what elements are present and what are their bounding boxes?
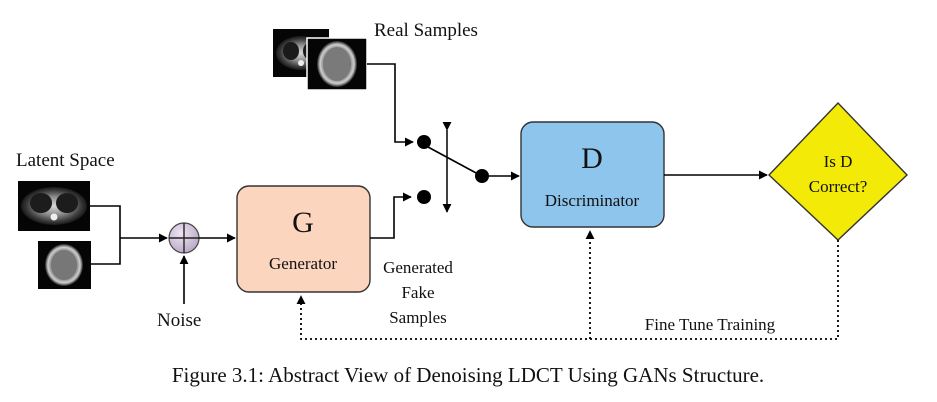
latent-space-label: Latent Space (16, 150, 115, 171)
noise-label: Noise (157, 310, 201, 331)
real-samples-label: Real Samples (374, 20, 478, 41)
fine-tune-training-label: Fine Tune Training (645, 315, 776, 334)
decision-line-2: Correct? (809, 177, 868, 196)
real-sample-brain-scan (306, 37, 368, 91)
figure-caption: Figure 3.1: Abstract View of Denoising L… (172, 363, 764, 387)
discriminator-block: D Discriminator (520, 121, 665, 228)
switch-terminal-fake (417, 190, 431, 204)
discriminator-name: Discriminator (545, 191, 640, 210)
generator-letter: G (292, 206, 314, 239)
circle-plus-icon (168, 222, 200, 254)
decision-block: Is D Correct? (768, 101, 908, 241)
decision-line-1: Is D (824, 152, 853, 171)
switch-terminal-real (417, 135, 431, 149)
fake-label: Fake (401, 283, 434, 302)
generator-name: Generator (269, 254, 337, 273)
latent-chest-scan (18, 181, 90, 231)
generator-block: G Generator (236, 185, 371, 293)
generator-box (236, 185, 371, 293)
discriminator-letter: D (581, 142, 603, 175)
decision-diamond (768, 101, 908, 241)
latent-brain-scan (38, 241, 91, 289)
toggle-switch-icon (427, 121, 489, 213)
generated-label: Generated (383, 258, 453, 277)
samples-label: Samples (389, 308, 447, 327)
